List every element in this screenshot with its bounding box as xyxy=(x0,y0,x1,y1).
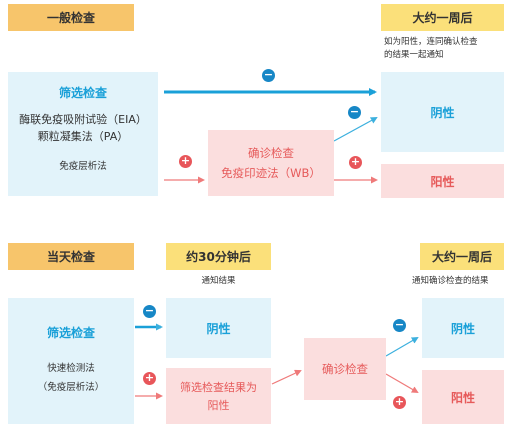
result-negative-label: 阴性 xyxy=(206,321,231,336)
screening-positive-box: 筛选检查结果为 阳性 xyxy=(166,368,271,424)
confirm-title: 确诊检查 xyxy=(248,146,294,160)
result-negative-box: 阴性 xyxy=(381,72,504,152)
header-about-one-week: 大约一周后 xyxy=(381,4,504,31)
note-notify-result: 通知结果 xyxy=(201,276,236,286)
header-about-one-week: 大约一周后 xyxy=(420,243,504,270)
screening-box: 筛选检查 酶联免疫吸附试验（EIA） 颗粒凝集法（PA） 免疫层析法 xyxy=(8,72,158,196)
arrow-b-confirm-to-negative xyxy=(385,336,419,357)
screening-title: 筛选检查 xyxy=(46,326,95,340)
plus-icon: + xyxy=(349,155,362,169)
confirm-box: 确诊检查 免疫印迹法（WB） xyxy=(208,130,334,196)
screening-box: 筛选检查 快速检测法 （免疫层析法） xyxy=(8,298,134,424)
note-line-2: 的结果一起通知 xyxy=(384,50,444,60)
result-positive-box: 阳性 xyxy=(381,164,504,198)
confirm-box: 确诊检查 xyxy=(304,338,386,400)
minus-icon: − xyxy=(348,105,361,119)
header-same-day-test: 当天检查 xyxy=(8,243,134,270)
screening-positive-line-1: 筛选检查结果为 xyxy=(180,381,257,394)
result-positive-box: 阳性 xyxy=(422,370,504,424)
confirm-title: 确诊检查 xyxy=(322,362,368,376)
plus-icon: + xyxy=(179,154,192,168)
note-line-1: 如为阳性，连同确认检查 xyxy=(384,37,478,47)
method-immunochromatography: 免疫层析法 xyxy=(59,161,107,172)
screening-positive-line-2: 阳性 xyxy=(207,399,230,412)
note-notify-confirm-result: 通知确诊检查的结果 xyxy=(412,276,489,286)
plus-icon: + xyxy=(393,395,406,409)
plus-icon: + xyxy=(143,371,156,385)
method-pa: 颗粒凝集法（PA） xyxy=(37,130,129,143)
arrow-confirm-to-negative xyxy=(333,117,378,142)
minus-icon: − xyxy=(143,304,156,318)
minus-icon: − xyxy=(393,318,406,332)
note-notification: 如为阳性，连同确认检查 的结果一起通知 xyxy=(384,36,508,62)
result-negative-box: 阴性 xyxy=(422,298,504,358)
method-rapid-test: 快速检测法 xyxy=(47,363,95,374)
result-negative-box: 阴性 xyxy=(166,298,271,358)
method-eia: 酶联免疫吸附试验（EIA） xyxy=(19,113,147,126)
header-about-30-minutes: 约30分钟后 xyxy=(166,243,271,270)
result-negative-label: 阴性 xyxy=(430,105,455,120)
screening-title: 筛选检查 xyxy=(58,86,107,100)
arrow-b-positive-to-confirm xyxy=(271,369,302,385)
arrow-b-confirm-to-positive xyxy=(385,373,419,394)
method-immunochromatography: （免疫层析法） xyxy=(37,382,105,393)
confirm-method: 免疫印迹法（WB） xyxy=(221,166,321,180)
minus-icon: − xyxy=(262,68,275,82)
result-positive-label: 阳性 xyxy=(450,390,475,405)
result-negative-label: 阴性 xyxy=(450,321,475,336)
header-general-test: 一般检查 xyxy=(8,4,134,31)
result-positive-label: 阳性 xyxy=(430,174,455,189)
